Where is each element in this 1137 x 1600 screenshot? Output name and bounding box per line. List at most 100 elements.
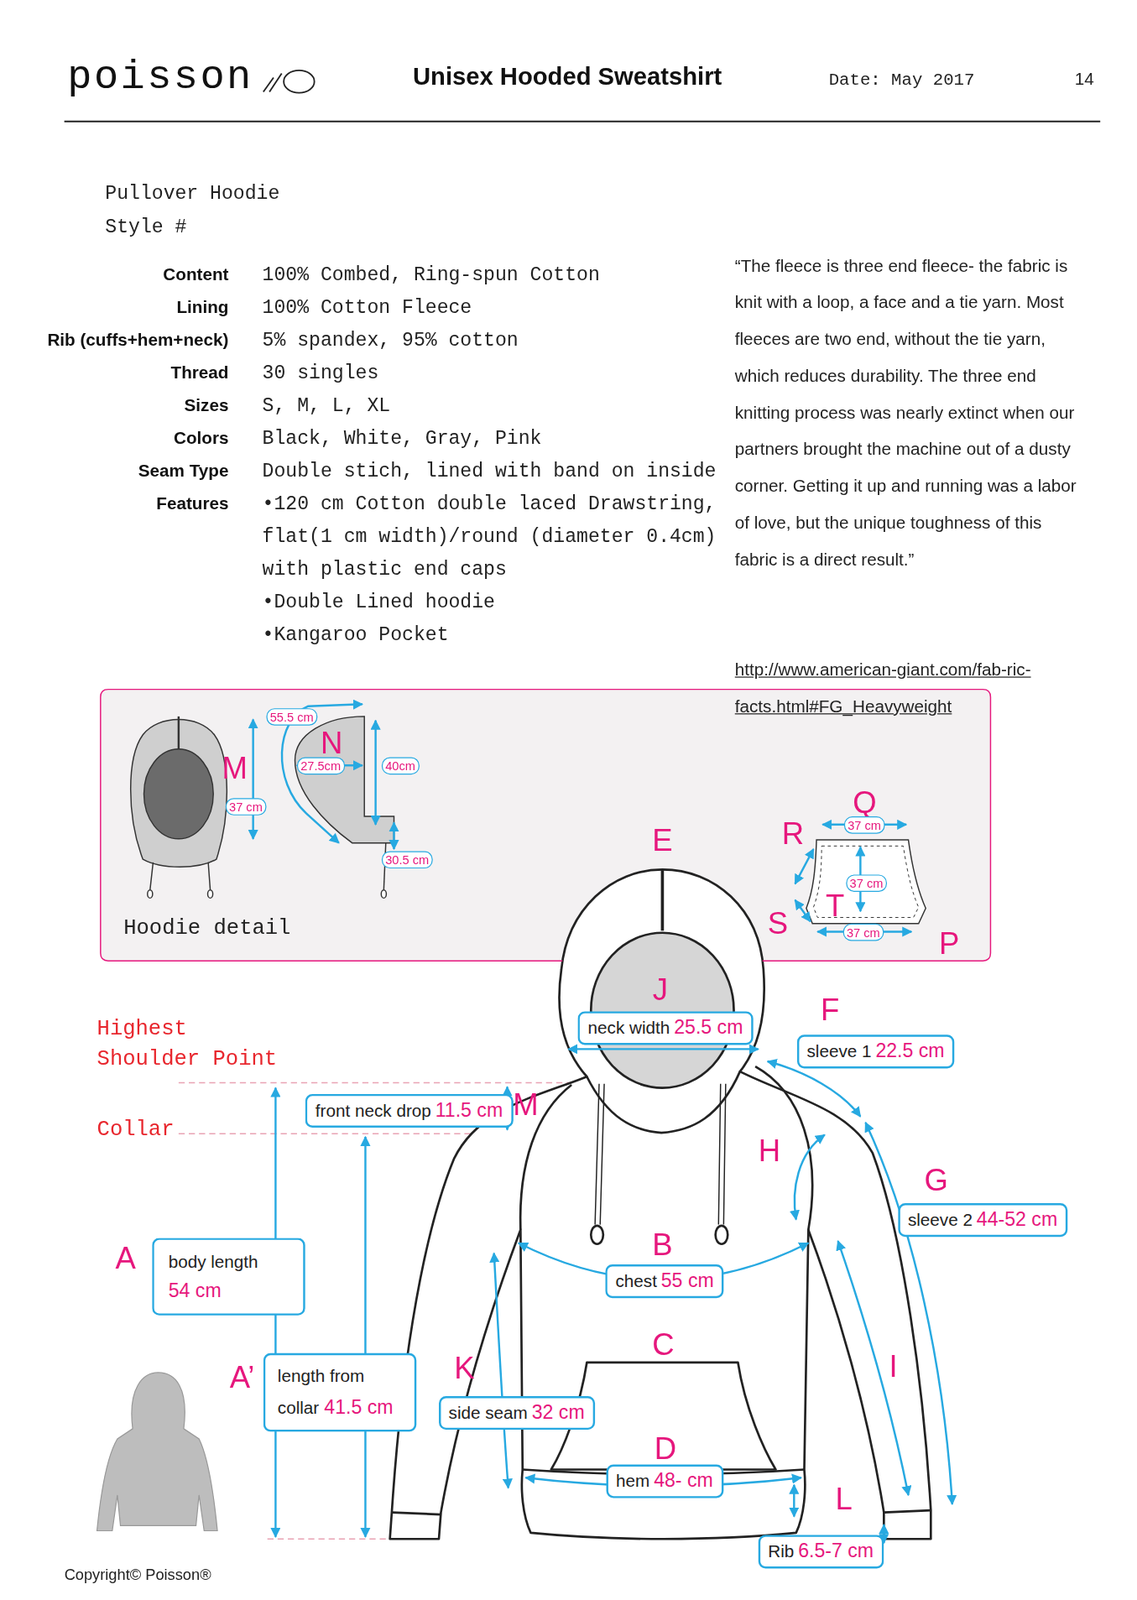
reference-line-label: Highest Shoulder Point: [97, 1014, 287, 1075]
spec-table: Content 100% Combed, Ring-spun CottonLini…: [20, 259, 727, 652]
measure-value: 37 cm: [846, 925, 881, 940]
measure-value: 41.5 cm: [323, 1395, 393, 1418]
fabric-quote: “The fleece is three end fleece- the fab…: [735, 248, 1088, 579]
callout-letter: R: [782, 816, 804, 851]
measure-name: chest: [615, 1271, 657, 1291]
style-heading: Style #: [104, 216, 187, 240]
detail-panel: Hoodie detail 55.5 cm 27.5cm 40cm 37 cm 30.5 …: [99, 688, 991, 962]
measure-value: 55.5 cm: [270, 709, 314, 725]
measure-value: 22.5 cm: [875, 1039, 945, 1062]
measure-value: 30.5 cm: [385, 852, 429, 867]
callout-letter: N: [320, 725, 343, 761]
spec-value: •Double Lined hoodie: [262, 585, 727, 619]
callout-letter: I: [888, 1349, 898, 1384]
callout-letter: F: [820, 992, 840, 1028]
measurement-box: length from collar41.5 cm: [263, 1352, 417, 1432]
spec-key: Sizes: [20, 390, 229, 423]
measure-value: 37 cm: [850, 876, 884, 891]
callout-letter: A: [114, 1241, 136, 1276]
sheet-title: Unisex Hooded Sweatshirt: [412, 62, 722, 91]
callout-letter: E: [651, 824, 673, 859]
measure-value: 48- cm: [653, 1469, 714, 1492]
measure-value: 54 cm: [168, 1277, 290, 1306]
brand-name: poisson: [67, 53, 253, 100]
callout-letter: D: [654, 1432, 677, 1467]
measure-name: sleeve 2: [907, 1210, 973, 1230]
dimension-tag: 27.5cm: [296, 756, 345, 775]
spec-spacer: [20, 618, 229, 652]
spec-value: 100% Combed, Ring-spun Cotton: [262, 259, 727, 293]
spec-value: Double stich, lined with band on inside: [262, 454, 727, 488]
dimension-tag: 30.5 cm: [380, 850, 433, 869]
spec-key: Lining: [20, 292, 229, 325]
measure-value: 37 cm: [847, 818, 882, 833]
reference-line-label: Collar: [97, 1114, 175, 1144]
spec-value: •Kangaroo Pocket: [262, 618, 727, 652]
dimension-tag: 40cm: [380, 756, 419, 775]
measurement-box: body length54 cm: [151, 1237, 305, 1315]
callout-letter: H: [758, 1133, 781, 1169]
measurement-box: sleeve 244-52 cm: [897, 1202, 1069, 1237]
measure-name: side seam: [448, 1402, 528, 1423]
dimension-tag: 37 cm: [845, 874, 887, 892]
callout-letter: L: [835, 1481, 853, 1517]
measure-value: 25.5 cm: [673, 1016, 743, 1038]
spec-value: 5% spandex, 95% cotton: [262, 324, 727, 358]
panel-title: Hoodie detail: [123, 916, 291, 940]
callout-letter: B: [651, 1227, 673, 1263]
callout-letter: A’: [229, 1360, 256, 1395]
measure-value: 11.5 cm: [435, 1098, 504, 1121]
spec-key: Thread: [20, 357, 229, 391]
date-text: Date: May 2017: [829, 69, 976, 89]
measurement-box: neck width25.5 cm: [577, 1011, 753, 1045]
measurement-box: front neck drop11.5 cm: [305, 1093, 514, 1127]
measure-value: 40cm: [385, 758, 416, 773]
spec-value: S, M, L, XL: [262, 390, 727, 423]
callout-letter: Q: [852, 786, 877, 821]
measure-name: sleeve 1: [807, 1041, 872, 1061]
measure-name: body length: [168, 1248, 290, 1278]
page-number: 14: [1074, 69, 1095, 90]
spec-spacer: [20, 585, 229, 619]
spec-key: Features: [20, 487, 229, 586]
spec-key: Seam Type: [20, 454, 229, 488]
spec-value: •120 cm Cotton double laced Drawstring, …: [262, 487, 727, 586]
measurement-box: chest55 cm: [605, 1263, 725, 1298]
dimension-tag: 37 cm: [843, 815, 885, 834]
spec-key: Content: [20, 259, 229, 293]
measurement-box: hem48- cm: [605, 1464, 724, 1498]
copyright: Copyright© Poisson®: [64, 1564, 212, 1583]
callout-letter: T: [825, 888, 845, 924]
measure-value: 44-52 cm: [976, 1208, 1058, 1231]
measure-name: neck width: [588, 1017, 671, 1038]
dimension-tag: 37 cm: [224, 797, 266, 816]
measure-value: 6.5-7 cm: [797, 1539, 874, 1562]
spec-value: 100% Cotton Fleece: [262, 292, 727, 325]
measure-value: 37 cm: [229, 799, 263, 814]
dimension-tag: 55.5 cm: [265, 708, 319, 726]
spec-value: Black, White, Gray, Pink: [262, 422, 727, 456]
measure-value: 55 cm: [661, 1269, 715, 1292]
measure-name: Rib: [767, 1541, 794, 1561]
callout-letter: C: [651, 1327, 674, 1362]
callout-letter: M: [222, 751, 248, 786]
measure-value: 27.5cm: [300, 758, 341, 773]
callout-letter: P: [938, 926, 960, 961]
style-heading: Pullover Hoodie: [104, 182, 280, 206]
callout-letter: M: [512, 1088, 538, 1123]
measurement-box: Rib6.5-7 cm: [757, 1534, 884, 1569]
callout-letter: K: [453, 1350, 475, 1386]
callout-letter: S: [767, 906, 788, 941]
measurement-box: side seam32 cm: [438, 1395, 595, 1430]
measure-name: hem: [615, 1470, 650, 1491]
measurement-box: sleeve 122.5 cm: [796, 1034, 955, 1069]
dimension-tag: 37 cm: [842, 923, 884, 941]
callout-letter: J: [652, 972, 668, 1007]
spec-value: 30 singles: [262, 357, 727, 391]
spec-key: Colors: [20, 422, 229, 456]
measure-name: front neck drop: [315, 1100, 432, 1121]
spec-key: Rib (cuffs+hem+neck): [20, 324, 229, 358]
measure-value: 32 cm: [531, 1400, 585, 1423]
